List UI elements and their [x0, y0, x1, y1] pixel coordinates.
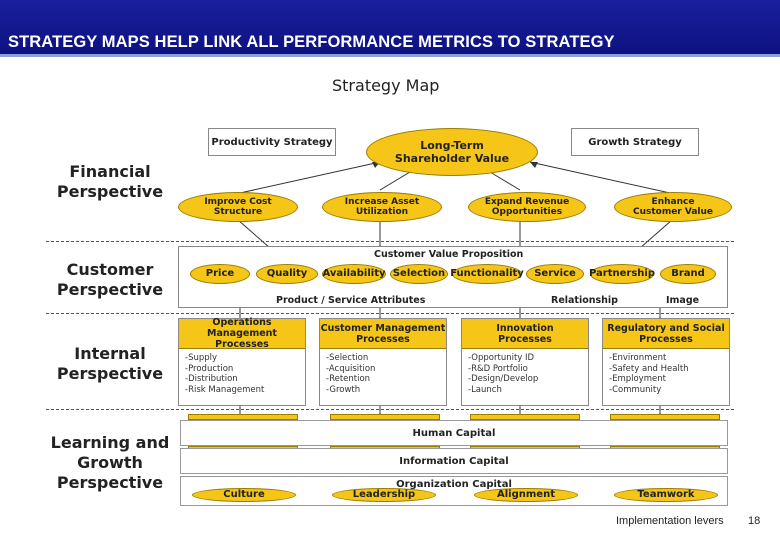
process-title-line: Regulatory and Social	[607, 322, 725, 334]
alignment-oval: Alignment	[474, 488, 578, 502]
perspective-internal: Internal Perspective	[56, 344, 164, 383]
process-item: -Retention	[326, 374, 371, 384]
footer-label: Implementation levers	[616, 515, 724, 527]
yellow-strip	[188, 414, 298, 420]
growth-strategy-box: Growth Strategy	[571, 128, 699, 156]
perspective-financial: Financial Perspective	[56, 162, 164, 201]
group-relationship: Relationship	[551, 295, 618, 306]
yellow-strip	[610, 414, 720, 420]
header-divider	[0, 54, 780, 57]
shareholder-value-line1: Long-Term	[420, 139, 484, 152]
process-item: -Community	[609, 384, 662, 395]
perspective-customer: Customer Perspective	[56, 260, 164, 299]
divider-internal	[46, 409, 734, 410]
process-item: -Opportunity ID	[468, 353, 535, 363]
customer-value-proposition: Customer Value Proposition	[374, 249, 524, 260]
group-image: Image	[666, 295, 700, 306]
process-item: -Supply	[185, 353, 218, 363]
divider-customer	[46, 313, 734, 314]
attribute-service: Service	[526, 264, 584, 284]
oval-line: Opportunities	[491, 207, 563, 217]
attribute-partnership: Partnership	[589, 264, 655, 284]
attribute-brand: Brand	[660, 264, 716, 284]
oval-line: Utilization	[355, 207, 409, 217]
process-item: -Design/Develop	[468, 374, 539, 384]
productivity-strategy-box: Productivity Strategy	[208, 128, 336, 156]
oval-line: Expand Revenue	[484, 197, 570, 207]
oval-line: Improve Cost	[204, 197, 272, 207]
information-capital-bar: Information Capital	[180, 448, 728, 474]
oval-line: Customer Value	[632, 207, 714, 217]
process-title-line: Processes	[356, 333, 410, 345]
attribute-availability: Availability	[322, 264, 386, 284]
divider-financial	[46, 241, 734, 242]
process-items: -Opportunity ID -R&D Portfolio -Design/D…	[462, 349, 588, 399]
attribute-price: Price	[190, 264, 250, 284]
attribute-selection: Selection	[390, 264, 448, 284]
process-item: -Production	[185, 363, 234, 374]
page-number: 18	[748, 515, 761, 527]
attribute-functionality: Functionality	[450, 264, 524, 284]
process-item: -Growth	[326, 384, 361, 395]
process-item: -Acquisition	[326, 363, 376, 374]
process-title-line: Processes	[639, 333, 693, 345]
process-item: -Launch	[468, 384, 502, 395]
process-item: -R&D Portfolio	[468, 363, 528, 374]
diagram-title: Strategy Map	[332, 76, 440, 95]
leadership-oval: Leadership	[332, 488, 436, 502]
process-item: -Distribution	[185, 374, 238, 384]
yellow-strip	[470, 414, 580, 420]
yellow-strip	[330, 414, 440, 420]
process-items: -Supply -Production -Distribution -Risk …	[179, 349, 305, 399]
group-product-service-attributes: Product / Service Attributes	[276, 295, 426, 306]
process-item: -Safety and Health	[609, 363, 689, 374]
slide-title: STRATEGY MAPS HELP LINK ALL PERFORMANCE …	[8, 33, 615, 51]
process-title-line: Processes	[215, 339, 269, 350]
human-capital-bar: Human Capital	[180, 420, 728, 446]
oval-line: Structure	[213, 207, 263, 217]
process-item: -Risk Management	[185, 384, 265, 395]
process-title-line: Customer Management	[320, 322, 446, 334]
process-title-line: Processes	[498, 333, 552, 345]
slide-header: STRATEGY MAPS HELP LINK ALL PERFORMANCE …	[0, 0, 780, 56]
culture-oval: Culture	[192, 488, 296, 502]
process-items: -Environment -Safety and Health -Employm…	[603, 349, 729, 399]
oval-line: Enhance	[651, 197, 695, 207]
process-item: -Selection	[326, 353, 369, 363]
perspective-learning-growth: Learning and Growth Perspective	[50, 433, 170, 492]
process-title-line: Operations Management	[207, 317, 277, 339]
shareholder-value-line2: Shareholder Value	[394, 152, 510, 165]
oval-line: Increase Asset	[344, 197, 420, 207]
teamwork-oval: Teamwork	[614, 488, 718, 502]
process-item: -Employment	[609, 374, 666, 384]
process-title-line: Innovation	[496, 322, 554, 334]
process-item: -Environment	[609, 353, 667, 363]
attribute-quality: Quality	[256, 264, 318, 284]
process-items: -Selection -Acquisition -Retention -Grow…	[320, 349, 446, 399]
